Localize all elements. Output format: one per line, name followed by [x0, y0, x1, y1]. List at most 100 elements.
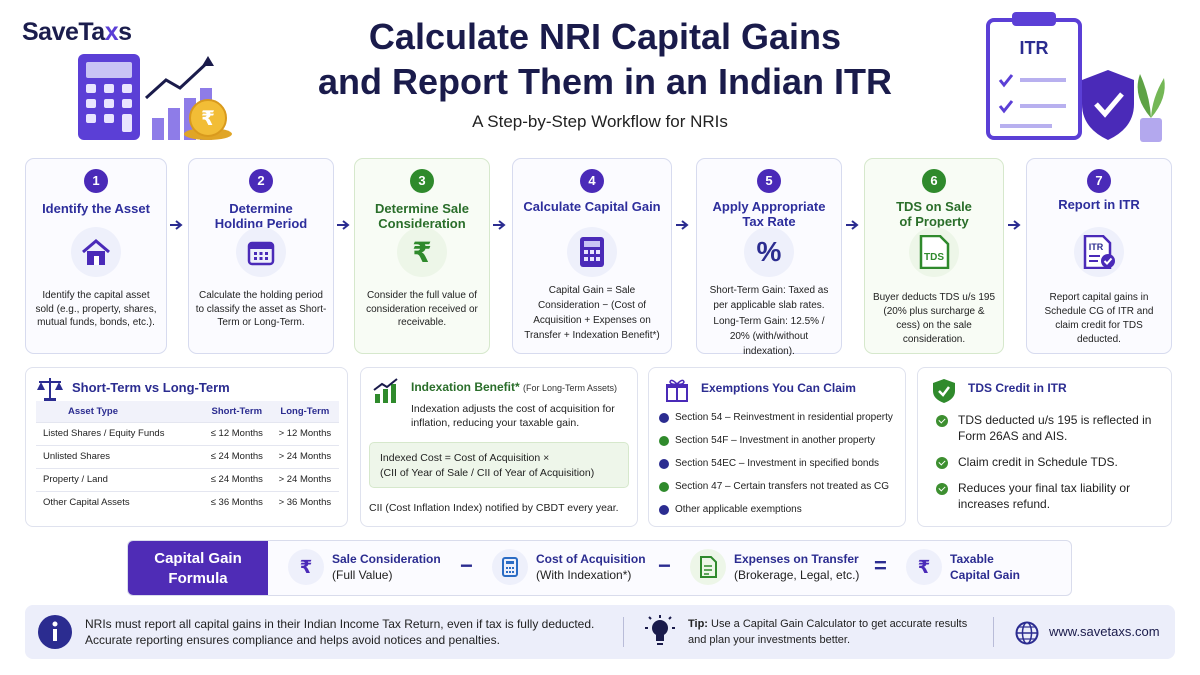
rupee-icon: ₹ — [397, 227, 447, 277]
itr-document-icon: ITR — [1074, 227, 1124, 277]
list-item: Section 47 – Certain transfers not treat… — [659, 481, 889, 492]
step-title: Calculate Capital Gain — [523, 199, 661, 214]
step-description: Calculate the holding period to classify… — [195, 290, 327, 328]
arrow-icon — [846, 220, 859, 230]
list-item: Section 54EC – Investment in specified b… — [659, 458, 879, 469]
footer-tip: Tip: Use a Capital Gain Calculator to ge… — [688, 618, 968, 646]
percent-icon: % — [744, 227, 794, 277]
arrow-icon — [337, 220, 350, 230]
step-number: 4 — [580, 169, 604, 193]
formula-term-cost: Cost of Acquisition(With Indexation*) — [492, 549, 646, 585]
equals-operator: = — [874, 553, 887, 578]
step-number: 1 — [84, 169, 108, 193]
gift-icon — [666, 379, 688, 402]
calculator-icon — [492, 549, 528, 585]
calculator-chart-illustration: ₹ — [78, 54, 232, 140]
globe-icon — [1015, 621, 1039, 645]
brand-logo: SaveTaxs — [22, 18, 132, 46]
step-number: 7 — [1087, 169, 1111, 193]
page-subtitle: A Step-by-Step Workflow for NRIs — [472, 112, 728, 131]
table-row: Other Capital Assets≤ 36 Months> 36 Mont… — [36, 490, 339, 514]
step-description: Buyer deducts TDS u/s 195 (20% plus surc… — [872, 292, 996, 345]
list-item: Other applicable exemptions — [659, 504, 802, 515]
indexation-description: Indexation adjusts the cost of acquisiti… — [411, 403, 615, 429]
itr-clipboard-illustration: ITR — [986, 12, 1165, 142]
formula-line: (CII of Year of Sale / CII of Year of Ac… — [380, 467, 595, 479]
scales-icon — [37, 378, 63, 401]
step-title: TDS on Sale of Property — [896, 199, 972, 229]
minus-operator: − — [460, 553, 473, 578]
step-identify-asset: 1 Identify the Asset Identify the capita… — [25, 158, 167, 354]
step-calculate-gain: 4 Calculate Capital Gain Capital Gain = … — [512, 158, 672, 354]
table-row: Listed Shares / Equity Funds≤ 12 Months>… — [36, 421, 339, 445]
step-title: Report in ITR — [1058, 197, 1140, 212]
house-icon — [71, 227, 121, 277]
term-comparison-panel: Short-Term vs Long-Term Asset Type Short… — [25, 367, 348, 527]
panel-heading: Exemptions You Can Claim — [701, 381, 856, 395]
arrow-icon — [676, 220, 689, 230]
calculator-icon — [567, 227, 617, 277]
footer-note: NRIs must report all capital gains in th… — [85, 617, 595, 647]
divider — [993, 617, 994, 647]
formula-term-expenses: Expenses on Transfer(Brokerage, Legal, e… — [690, 549, 859, 585]
step-description: Capital Gain = Sale Consideration − (Cos… — [524, 285, 660, 341]
page-title: Calculate NRI Capital Gains and Report T… — [317, 16, 892, 102]
capital-gain-formula-bar: Capital Gain Formula ₹ Sale Consideratio… — [127, 540, 1072, 596]
exemptions-panel: Exemptions You Can Claim Section 54 – Re… — [648, 367, 906, 527]
step-number: 3 — [410, 169, 434, 193]
growth-chart-icon — [373, 378, 398, 403]
term-table: Asset Type Short-Term Long-Term Listed S… — [36, 401, 339, 514]
table-row: Unlisted Shares≤ 24 Months> 24 Months — [36, 444, 339, 468]
step-holding-period: 2 Determine Holding Period Calculate the… — [188, 158, 334, 354]
step-description: Report capital gains in Schedule CG of I… — [1044, 292, 1154, 345]
calendar-icon — [236, 227, 286, 277]
footer-bar: NRIs must report all capital gains in th… — [25, 605, 1175, 659]
formula-line: Indexed Cost = Cost of Acquisition × — [380, 452, 550, 464]
step-number: 2 — [249, 169, 273, 193]
panel-heading: Short-Term vs Long-Term — [72, 380, 230, 395]
rupee-icon: ₹ — [906, 549, 942, 585]
indexation-panel: Indexation Benefit* (For Long-Term Asset… — [360, 367, 638, 527]
column-header: Long-Term — [270, 401, 339, 422]
formula-label: Capital Gain Formula — [128, 541, 268, 595]
list-item: Section 54F – Investment in another prop… — [659, 435, 875, 446]
lightbulb-icon — [645, 615, 675, 645]
step-description-long-term: Long-Term Gain: 12.5% / 20% (with/withou… — [713, 316, 825, 357]
list-item: TDS deducted u/s 195 is reflected in For… — [936, 412, 1156, 444]
step-title: Determine Sale Consideration — [375, 201, 469, 231]
step-title: Apply Appropriate Tax Rate — [712, 199, 826, 229]
shield-check-icon — [933, 379, 955, 403]
divider — [623, 617, 624, 647]
svg-text:TDS: TDS — [924, 252, 944, 263]
cii-note: CII (Cost Inflation Index) notified by C… — [369, 502, 619, 514]
list-item: Section 54 – Reinvestment in residential… — [659, 412, 893, 423]
panel-heading: Indexation Benefit* — [411, 380, 520, 394]
tds-document-icon: TDS — [909, 227, 959, 277]
info-icon — [38, 615, 72, 649]
column-header: Short-Term — [202, 401, 271, 422]
formula-term-sale: ₹ Sale Consideration(Full Value) — [288, 549, 441, 585]
step-sale-consideration: 3 Determine Sale Consideration ₹ Conside… — [354, 158, 490, 354]
step-title: Determine Holding Period — [214, 201, 308, 231]
panel-heading: TDS Credit in ITR — [968, 381, 1067, 395]
rupee-coin-icon: ₹ — [201, 106, 215, 130]
heading-note: (For Long-Term Assets) — [523, 383, 618, 393]
table-row: Property / Land≤ 24 Months> 24 Months — [36, 467, 339, 491]
rupee-icon: ₹ — [288, 549, 324, 585]
step-report-itr: 7 Report in ITR ITR Report capital gains… — [1026, 158, 1172, 354]
tds-credit-panel: TDS Credit in ITR TDS deducted u/s 195 i… — [917, 367, 1172, 527]
step-title: Identify the Asset — [42, 201, 150, 216]
minus-operator: − — [658, 553, 671, 578]
document-icon — [690, 549, 726, 585]
website-link[interactable]: www.savetaxs.com — [1049, 624, 1160, 639]
step-description: Consider the full value of consideration… — [366, 290, 478, 328]
step-tax-rate: 5 Apply Appropriate Tax Rate % Short-Ter… — [696, 158, 842, 357]
arrow-icon — [170, 220, 183, 230]
step-tds-sale: 6 TDS on Sale of Property TDS Buyer dedu… — [864, 158, 1004, 354]
step-description-short-term: Short-Term Gain: Taxed as per applicable… — [709, 285, 829, 311]
svg-text:ITR: ITR — [1089, 242, 1104, 252]
arrow-icon — [1008, 220, 1021, 230]
list-item: Claim credit in Schedule TDS. — [936, 454, 1156, 470]
step-number: 5 — [757, 169, 781, 193]
